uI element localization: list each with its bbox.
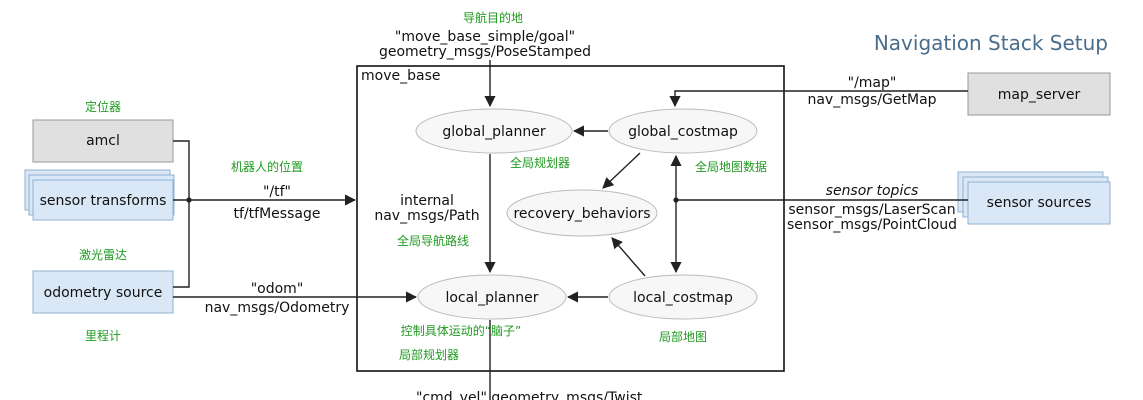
global-path-annotation: 全局导航路线 xyxy=(397,233,469,248)
robot-pose-annotation: 机器人的位置 xyxy=(231,159,303,174)
local-planner-annotation: 局部规划器 xyxy=(399,347,459,362)
tf-junction xyxy=(186,197,192,203)
internal-path-label: nav_msgs/Path xyxy=(374,208,479,224)
gcostmap-to-recovery-edge xyxy=(602,152,641,189)
cmd-vel-label: "cmd_vel" geometry_msgs/Twist xyxy=(416,390,643,400)
laser-type-label: sensor_msgs/LaserScan xyxy=(788,202,955,218)
lcostmap-to-recovery-edge xyxy=(611,237,646,277)
global-costmap-label: global_costmap xyxy=(628,124,738,140)
move-base-label: move_base xyxy=(361,68,440,84)
odometry-source-box xyxy=(32,270,174,314)
goal-type-label: geometry_msgs/PoseStamped xyxy=(379,44,591,60)
local-map-annotation: 局部地图 xyxy=(659,329,707,344)
odom-type-label: nav_msgs/Odometry xyxy=(205,300,350,316)
nav-goal-annotation: 导航目的地 xyxy=(463,10,523,25)
tf-topic-label: "/tf" xyxy=(263,184,291,200)
internal-label: internal xyxy=(400,193,454,209)
map-topic-label: "/map" xyxy=(848,75,897,91)
global-map-data-annotation: 全局地图数据 xyxy=(695,159,767,174)
move-base-container xyxy=(356,65,785,372)
goal-topic-label: "move_base_simple/goal" xyxy=(395,29,575,45)
local-costmap-node xyxy=(608,274,758,320)
local-planner-label: local_planner xyxy=(445,290,538,306)
map-server-label: map_server xyxy=(998,87,1081,103)
odometry-source-label: odometry source xyxy=(44,285,163,301)
sensor-transforms-box xyxy=(32,179,174,221)
local-planner-node xyxy=(417,274,567,320)
sensor-topics-label: sensor topics xyxy=(826,183,919,199)
global-planner-label: global_planner xyxy=(442,124,545,140)
odometer-annotation: 里程计 xyxy=(85,328,121,343)
global-planner-node xyxy=(415,108,573,154)
local-costmap-label: local_costmap xyxy=(633,290,733,306)
recovery-behaviors-node xyxy=(506,189,658,237)
map-type-label: nav_msgs/GetMap xyxy=(807,92,936,108)
global-costmap-node xyxy=(608,108,758,154)
amcl-label: amcl xyxy=(86,133,120,149)
cloud-type-label: sensor_msgs/PointCloud xyxy=(787,217,957,233)
odom-topic-label: "odom" xyxy=(251,281,304,297)
localizer-annotation: 定位器 xyxy=(85,99,121,114)
diagram-title: Navigation Stack Setup xyxy=(874,31,1108,55)
odom-to-tf-edge xyxy=(173,200,190,288)
tf-type-label: tf/tfMessage xyxy=(234,206,321,222)
map-edge xyxy=(669,90,968,108)
sensor-sources-label: sensor sources xyxy=(987,195,1092,211)
amcl-to-tf-edge xyxy=(173,140,190,200)
sensor-sources-box xyxy=(967,181,1111,225)
sensor-transforms-label: sensor transforms xyxy=(40,193,167,209)
amcl-box xyxy=(32,119,174,163)
map-server-box xyxy=(967,72,1111,116)
laser-radar-annotation: 激光雷达 xyxy=(79,248,127,262)
global-planner-annotation: 全局规划器 xyxy=(510,155,570,170)
brain-annotation: 控制具体运动的“脑子” xyxy=(401,323,521,338)
recovery-behaviors-label: recovery_behaviors xyxy=(513,206,650,222)
